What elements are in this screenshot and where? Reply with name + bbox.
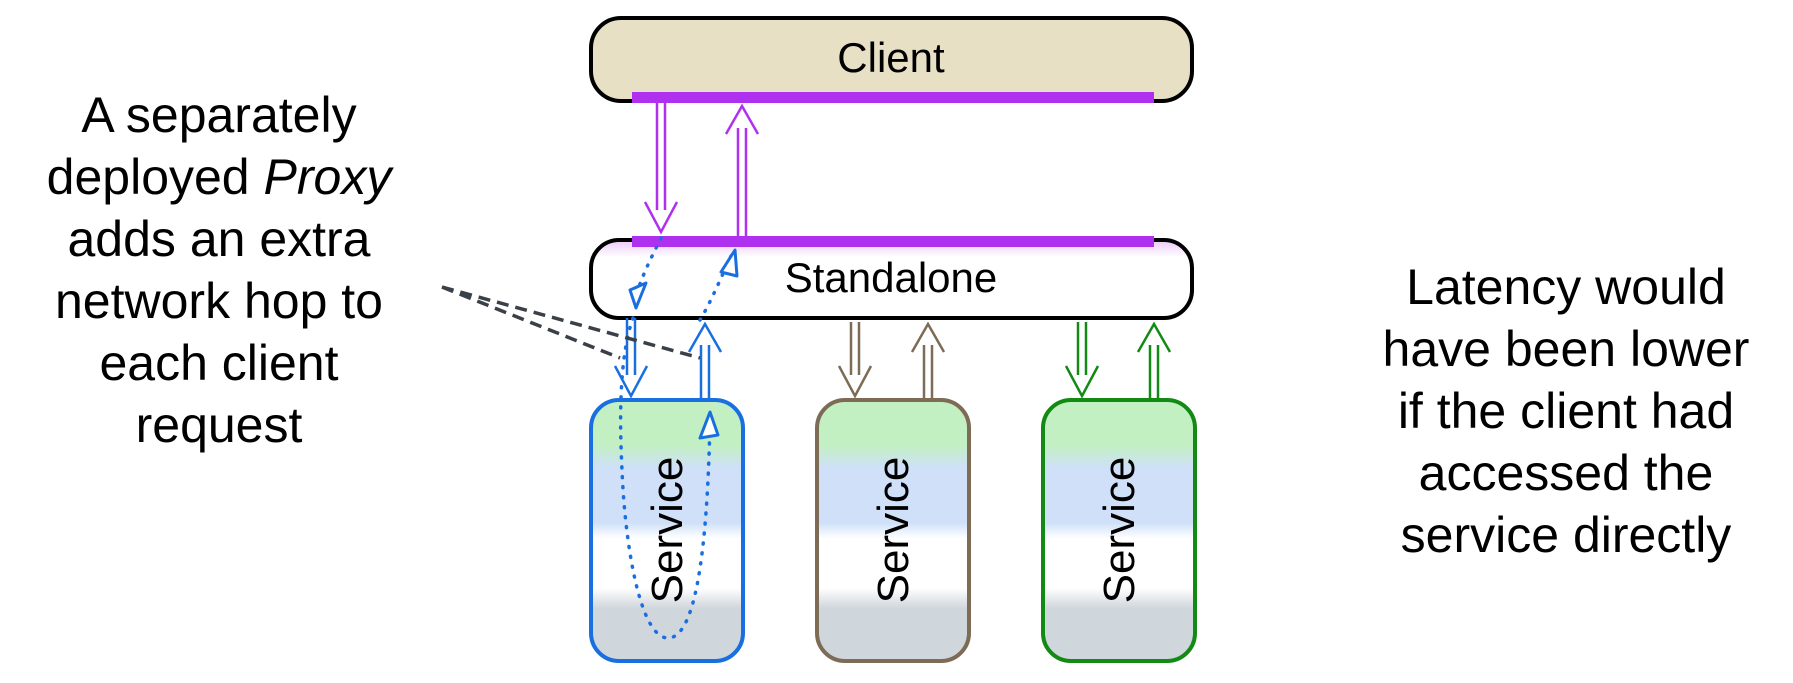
service-label-1: Service bbox=[643, 457, 692, 604]
standalone-to-service-2-arrow bbox=[837, 322, 873, 399]
client-bus-bar bbox=[632, 92, 1154, 103]
standalone-to-service-3-arrow bbox=[1064, 322, 1100, 399]
service-box-1 bbox=[589, 398, 745, 663]
client-node: Client bbox=[589, 16, 1194, 103]
latency-annotation-line: accessed the bbox=[1418, 445, 1714, 501]
proxy-annotation-line: A separately bbox=[81, 87, 357, 143]
latency-annotation: Latency would have been lower if the clien… bbox=[1340, 256, 1792, 566]
service-node-3: Service bbox=[1041, 398, 1197, 663]
proxy-annotation-line: network hop to bbox=[55, 273, 383, 329]
service-node-2: Service bbox=[815, 398, 971, 663]
proxy-emphasis: Proxy bbox=[263, 149, 392, 205]
standalone-to-client-arrow bbox=[724, 103, 760, 236]
service-2-to-standalone-arrow bbox=[910, 321, 946, 400]
service-box-2 bbox=[815, 398, 971, 663]
latency-annotation-line: service directly bbox=[1400, 507, 1732, 563]
service-label-3: Service bbox=[1095, 457, 1144, 604]
latency-annotation-line: if the client had bbox=[1397, 383, 1735, 439]
service-box-3 bbox=[1041, 398, 1197, 663]
proxy-annotation-line: adds an extra bbox=[67, 211, 371, 267]
proxy-hop-arrowheads bbox=[628, 248, 739, 440]
latency-annotation-line: Latency would bbox=[1406, 259, 1726, 315]
client-to-standalone-arrow bbox=[643, 103, 679, 235]
latency-annotation-line: have been lower bbox=[1382, 321, 1750, 377]
client-label: Client bbox=[837, 34, 945, 81]
service-1-to-standalone-arrow bbox=[687, 321, 723, 400]
standalone-node: Standalone bbox=[589, 238, 1194, 320]
standalone-label: Standalone bbox=[785, 254, 998, 301]
service-label-2: Service bbox=[869, 457, 918, 604]
service-node-1: Service bbox=[589, 398, 745, 663]
standalone-bus-bar bbox=[632, 236, 1154, 247]
annotation-text: deployed bbox=[46, 149, 264, 205]
annotation-pointer-lines bbox=[441, 285, 701, 360]
proxy-annotation-line: each client bbox=[99, 335, 339, 391]
service-3-to-standalone-arrow bbox=[1136, 321, 1172, 400]
proxy-annotation-line: request bbox=[135, 397, 303, 453]
proxy-annotation-line: deployed Proxy bbox=[0, 146, 438, 208]
